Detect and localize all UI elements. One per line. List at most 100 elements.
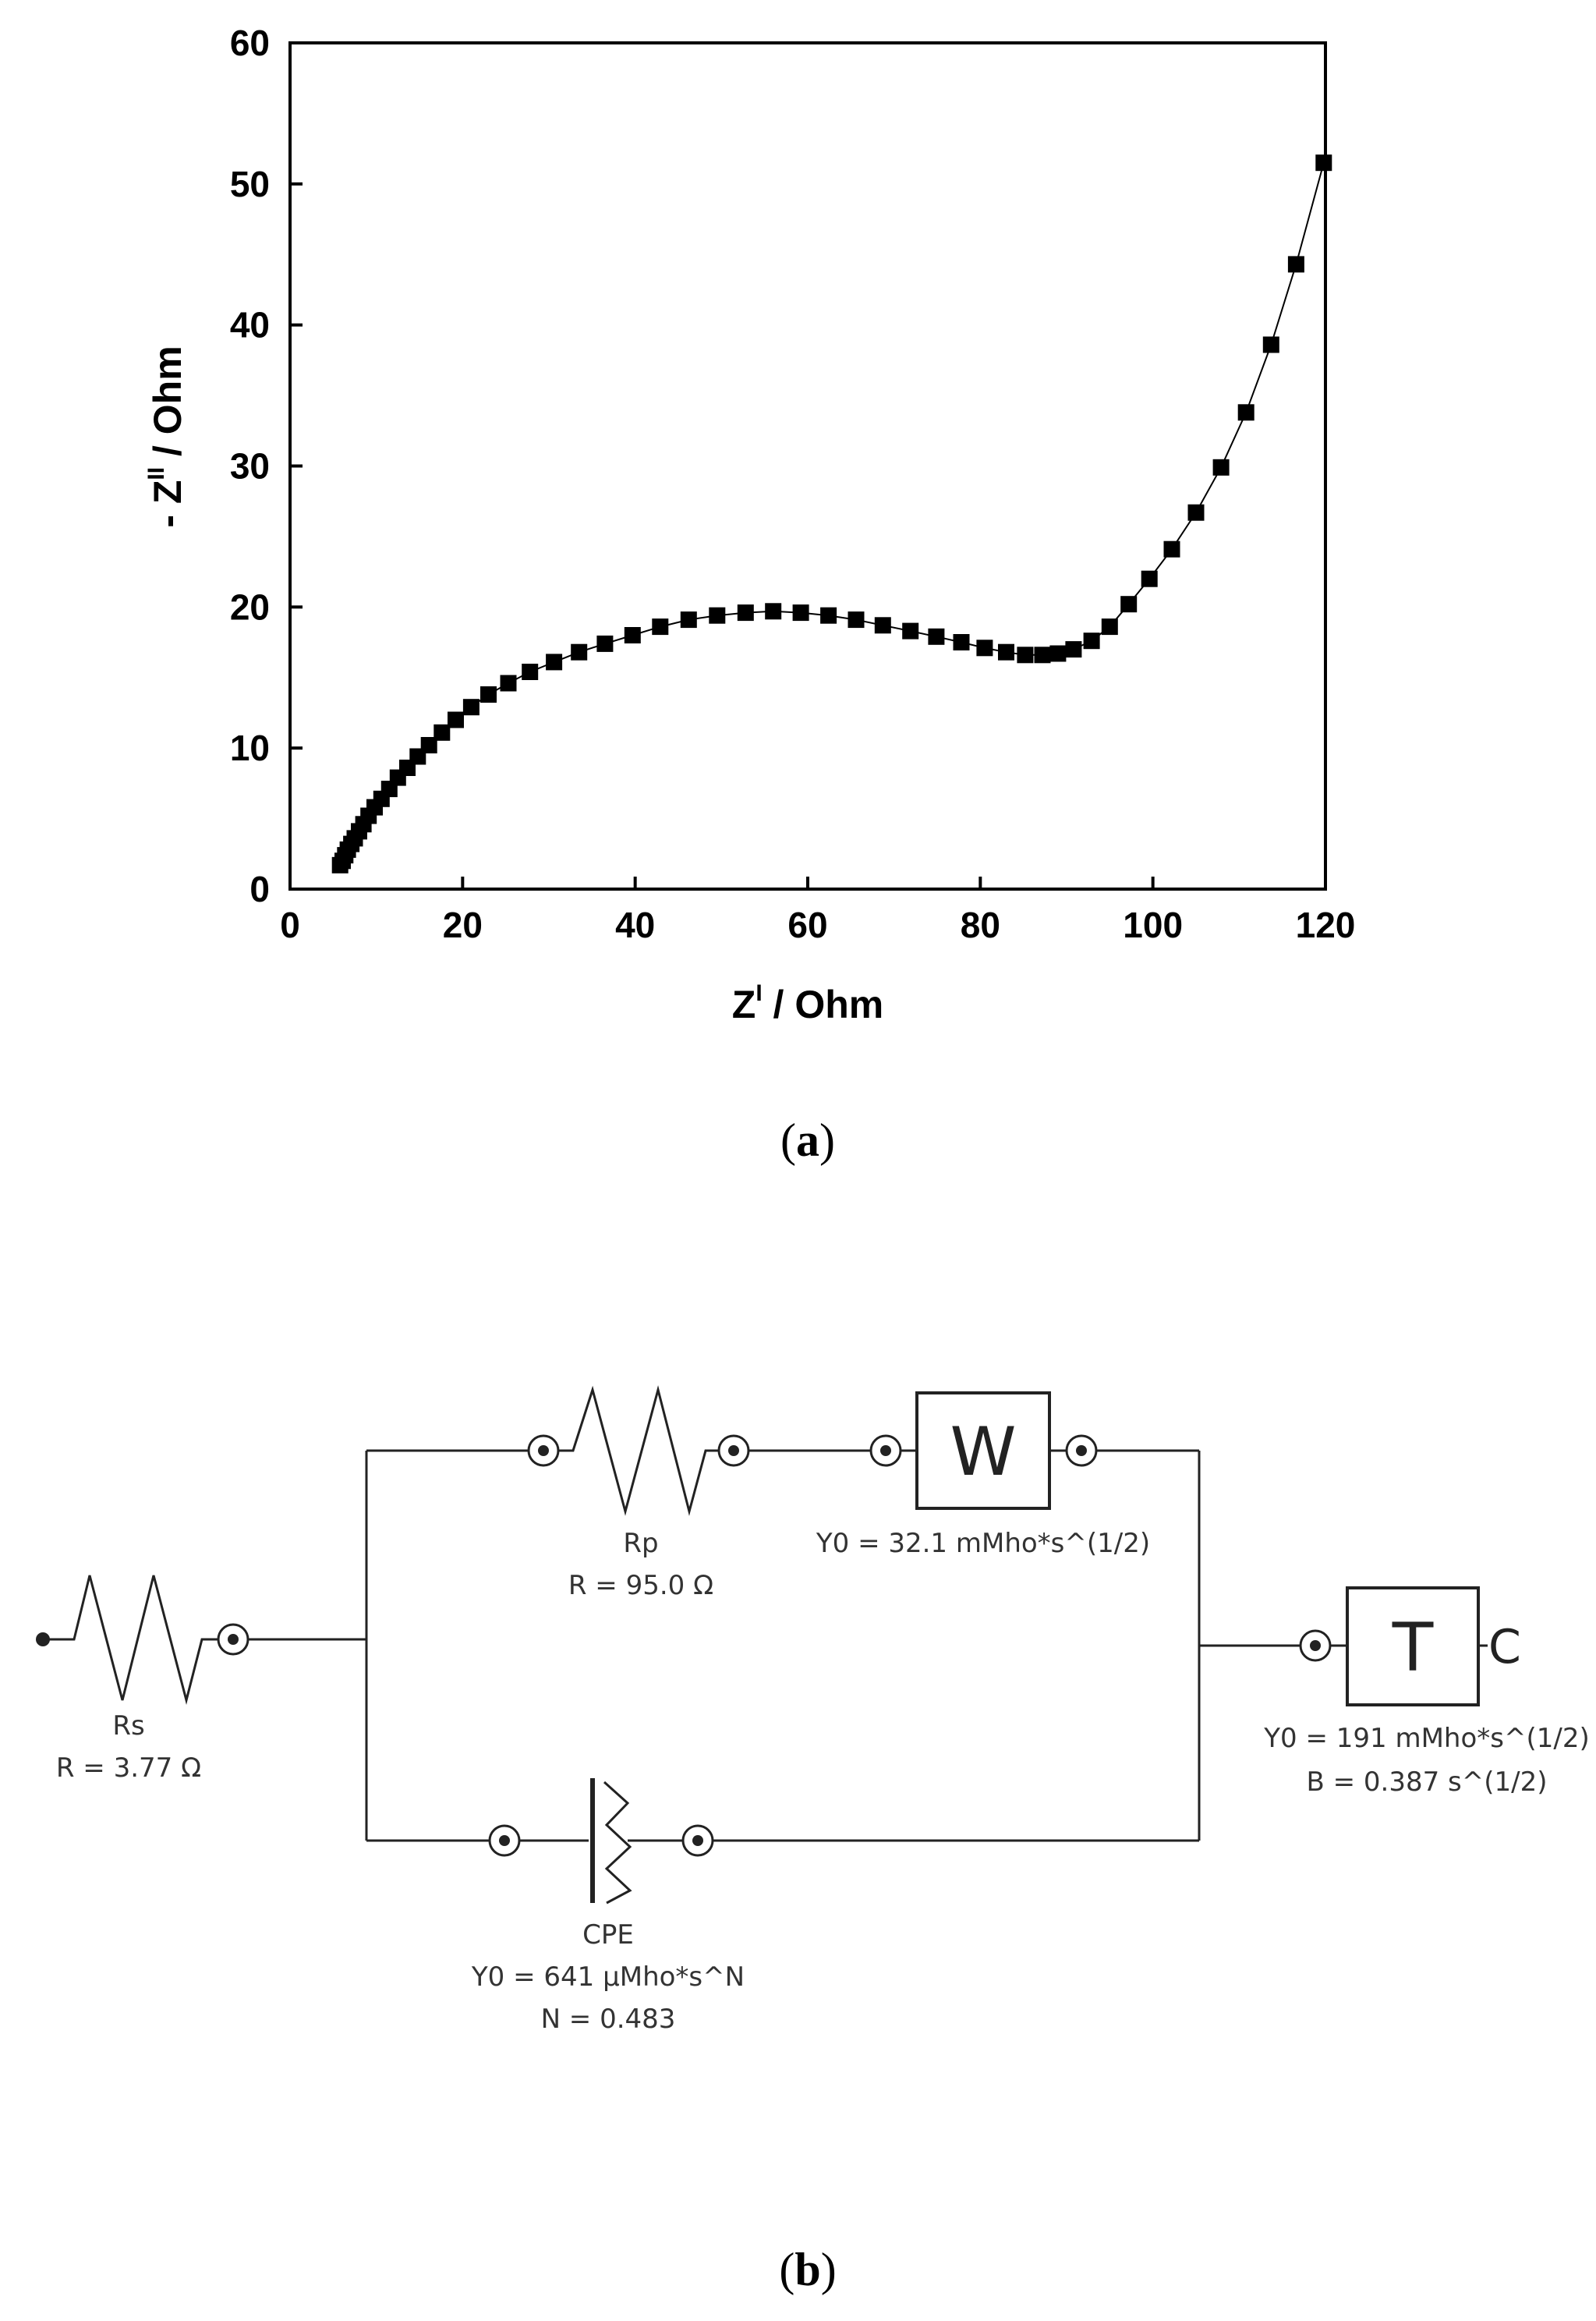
y-tick-label: 50 [230,164,270,204]
t-value-y0: Y0 = 191 mMho*s^(1/2) [1263,1723,1589,1754]
series-line [339,162,1325,866]
x-tick-label: 100 [1123,905,1183,945]
y-axis-title-unit: / Ohm [146,345,189,467]
y-tick-label: 40 [230,305,270,345]
w-right-node-icon [1065,1434,1098,1467]
data-point [928,628,945,645]
data-point [1315,154,1332,172]
t-end-symbol: C [1488,1620,1521,1674]
data-point [1017,647,1034,664]
rs-resistor-icon [43,1575,218,1705]
y-tick-label: 30 [230,446,270,487]
data-point [434,724,451,741]
data-point [848,611,865,629]
data-point [1141,570,1158,587]
data-point [546,654,563,671]
data-point [874,617,891,634]
data-point [1101,618,1118,636]
data-point [976,640,993,657]
x-axis-ticks [288,877,1327,889]
y-tick-label: 20 [230,586,270,627]
cpe-left-node-icon [488,1824,521,1857]
y-tick-label: 60 [230,23,270,63]
t-node-icon [1299,1629,1332,1662]
data-point [420,737,437,753]
panel-b-close: ) [821,2244,837,2295]
series-points [331,154,1332,873]
rs-node-icon [217,1623,249,1656]
y-axis-title-superscript: II [143,467,169,480]
cpe-value-n: N = 0.483 [541,2004,676,2035]
data-point [1120,596,1138,613]
data-point [998,643,1014,661]
warburg-box-icon [915,1391,1051,1510]
t-value-b: B = 0.387 s^(1/2) [1306,1766,1547,1798]
cpe-zigzag-icon [603,1781,632,1905]
data-point [1083,633,1100,650]
data-point [522,664,539,680]
y-tick-label: 10 [230,728,270,768]
data-point [820,607,837,624]
data-point [1049,645,1067,662]
data-point [1065,641,1082,658]
cpe-value-y0: Y0 = 641 µMho*s^N [471,1961,745,1993]
cpe-name: CPE [582,1919,634,1951]
rp-left-node-icon [527,1434,560,1467]
rs-name: Rs [112,1710,144,1742]
panel-b-letter: b [794,2244,820,2295]
x-tick-label: 40 [615,905,655,945]
y-axis-title: - ZII / Ohm [143,345,189,527]
data-point [1187,504,1205,521]
data-point [571,643,588,661]
rs-value: R = 3.77 Ω [56,1752,201,1784]
data-point [1287,256,1304,273]
x-tick-label: 20 [443,905,483,945]
x-tick-label: 120 [1296,905,1356,945]
equivalent-circuit: Rs R = 3.77 Ω Rp R = 95.0 Ω W Y [36,1385,1590,2035]
data-point [1163,540,1180,558]
warburg-value: Y0 = 32.1 mMho*s^(1/2) [816,1528,1150,1559]
y-axis-tick-labels: 0 10 20 30 40 50 60 [230,23,270,909]
x-tick-label: 0 [280,905,300,945]
rp-resistor-icon [558,1385,719,1516]
t-symbol: T [1392,1609,1434,1687]
plot-frame [288,41,1327,891]
data-point [1237,404,1255,421]
y-axis-ticks [290,41,303,891]
data-point [765,603,782,620]
x-axis-title-superscript: I [756,980,762,1006]
data-point [596,635,614,652]
rp-right-node-icon [717,1434,750,1467]
y-tick-label: 0 [249,869,270,909]
panel-b-label: (b) [779,2244,836,2295]
data-point [902,622,919,640]
data-point [709,607,726,624]
cpe-right-node-icon [681,1824,714,1857]
data-point [652,618,669,636]
panel-a-close: ) [819,1114,835,1166]
rp-name: Rp [623,1528,658,1559]
rp-value: R = 95.0 Ω [568,1570,713,1601]
w-left-node-icon [869,1434,902,1467]
panel-a-open: ( [780,1114,796,1166]
data-point [680,611,697,629]
data-point [1034,647,1051,664]
data-point [953,634,970,650]
panel-a-letter: a [796,1114,819,1166]
panel-b-open: ( [779,2244,794,2295]
x-axis-title-main: Z [732,983,756,1026]
y-axis-title-main: - Z [146,480,189,528]
data-point [1212,459,1230,476]
x-axis-title-unit: / Ohm [763,983,884,1026]
x-axis-title: ZI / Ohm [732,980,883,1026]
data-point [448,711,464,728]
x-tick-label: 80 [961,905,1000,945]
panel-a-label: (a) [780,1114,835,1166]
data-point [624,627,641,643]
data-point [1262,336,1279,353]
data-point [737,604,754,622]
data-point [792,604,809,622]
